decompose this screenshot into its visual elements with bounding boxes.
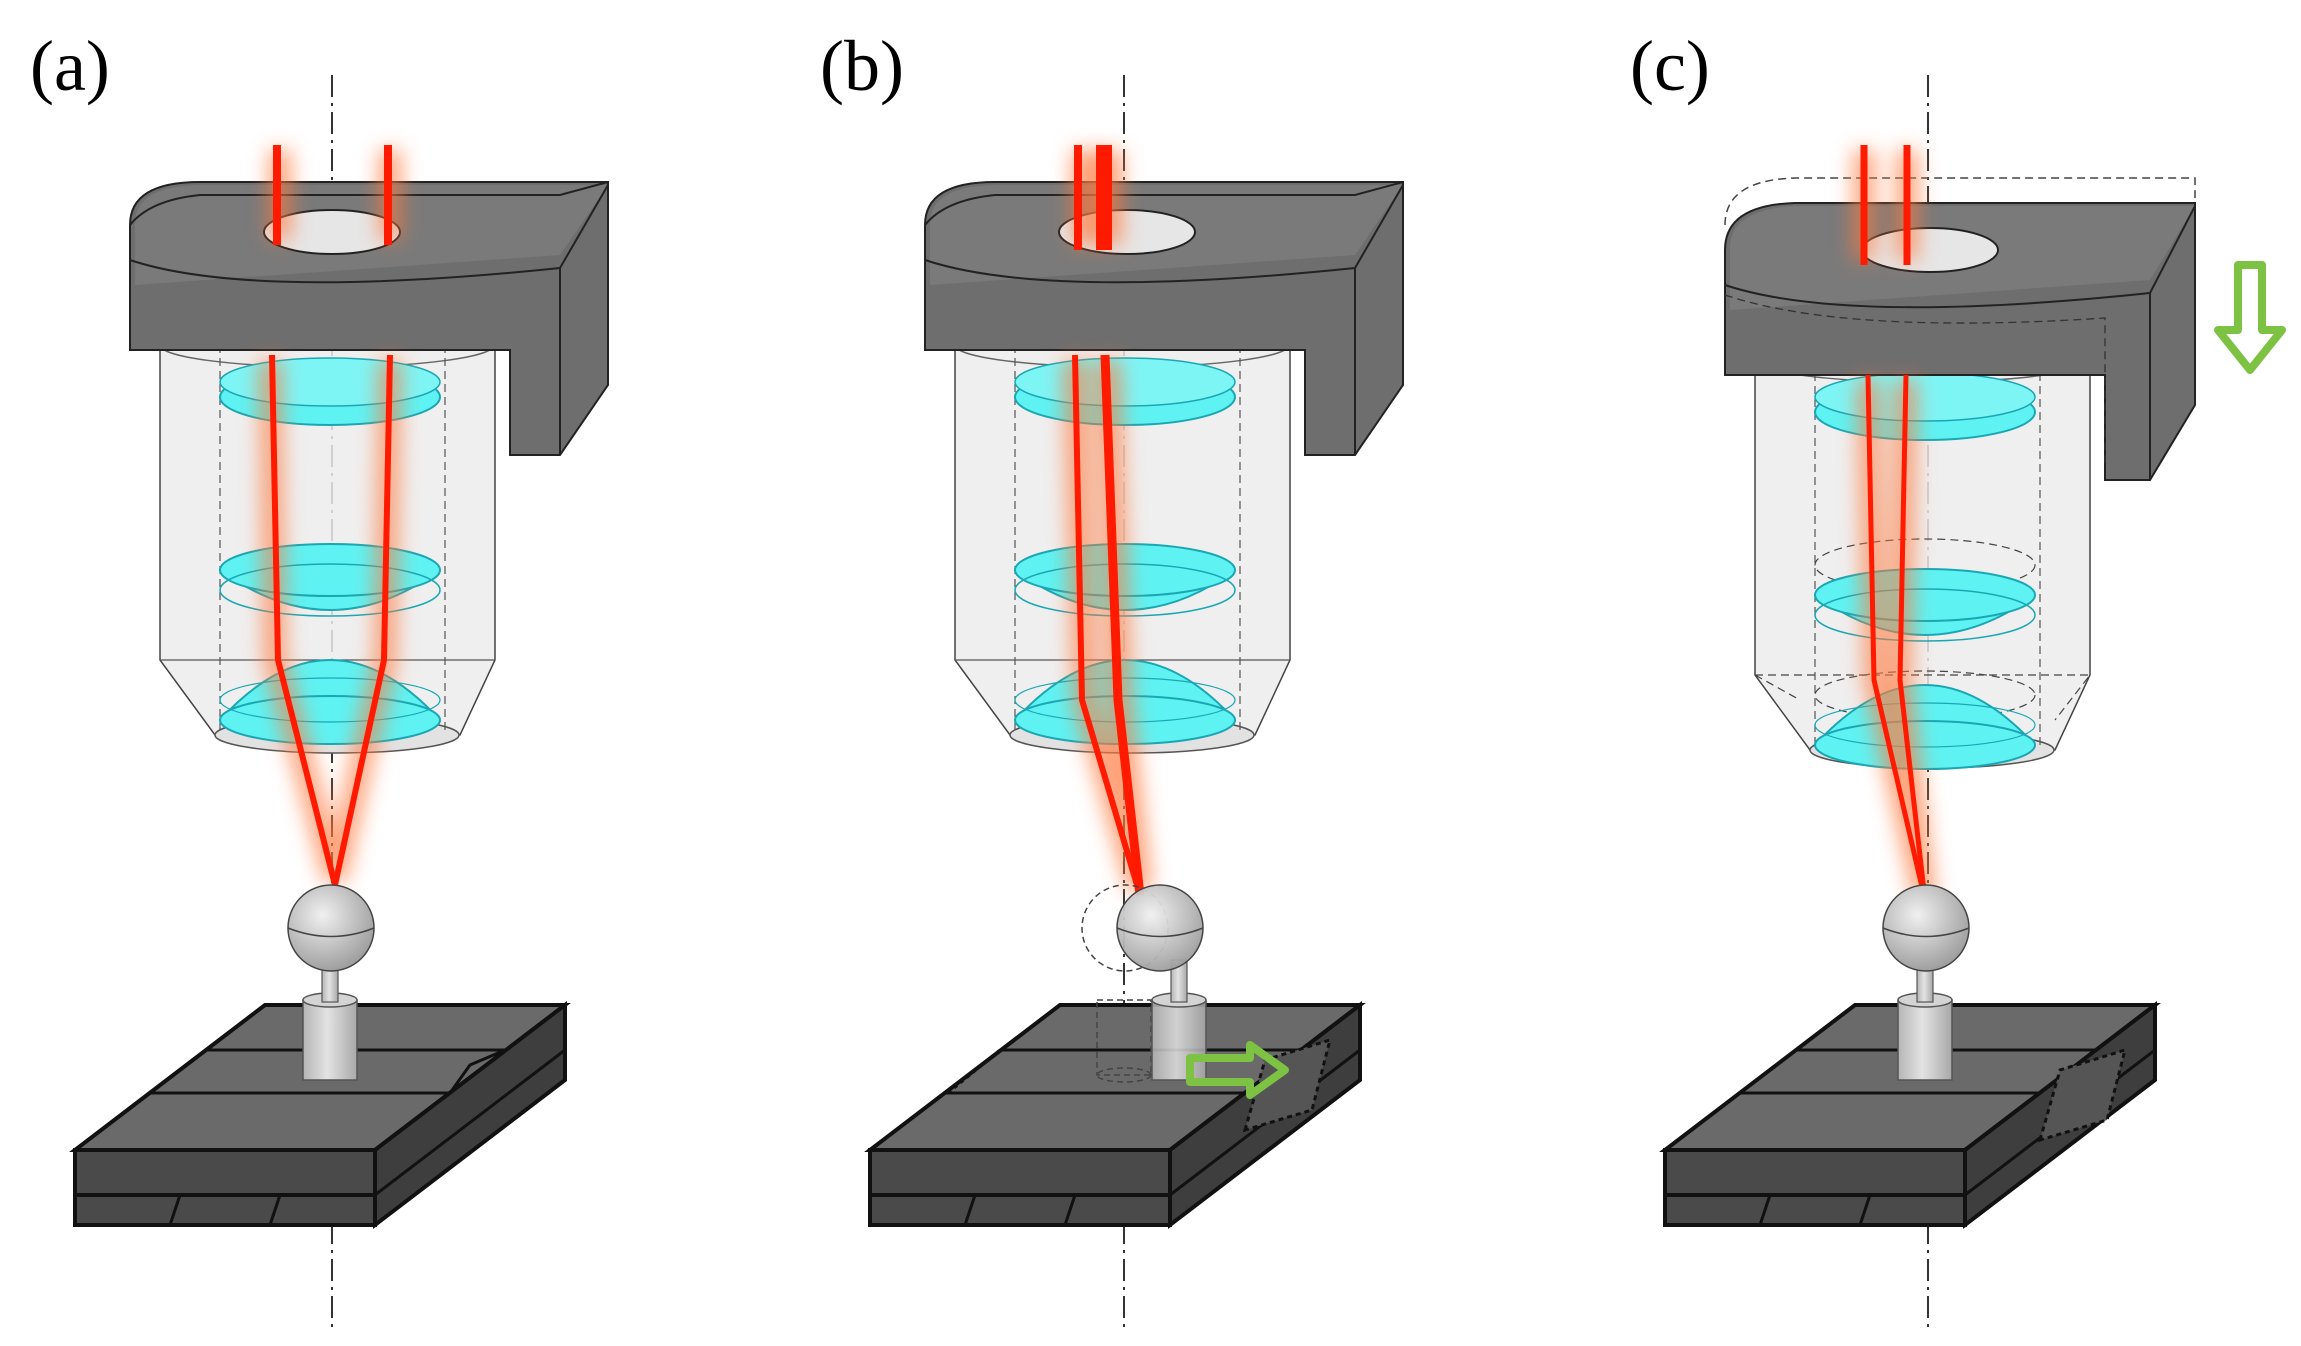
- translation-stage-a: [69, 1000, 571, 1230]
- laser-beams-c: [1853, 145, 1936, 903]
- objective-mount-b: [924, 181, 1404, 456]
- laser-beams-b: [1063, 145, 1152, 896]
- laser-beams-a: [259, 145, 401, 886]
- objective-mount-c: [1724, 177, 2196, 481]
- panel-label-a: (a): [30, 26, 110, 106]
- panel-label-c: (c): [1630, 26, 1710, 106]
- panel-b: (b): [820, 26, 1404, 1330]
- sphere-target-a: [287, 884, 375, 1081]
- sphere-target-c: [1882, 884, 1970, 1081]
- panel-c: (c): [1630, 26, 2286, 1330]
- motion-arrow-down-icon: [2214, 261, 2286, 374]
- panel-label-b: (b): [820, 26, 904, 106]
- motion-arrow-right-icon: [1186, 1041, 1289, 1099]
- sphere-target-b: [1116, 884, 1207, 1081]
- translation-stage-b: [864, 1000, 1366, 1230]
- panel-a: (a): [30, 26, 609, 1330]
- objective-mount-a: [129, 181, 609, 456]
